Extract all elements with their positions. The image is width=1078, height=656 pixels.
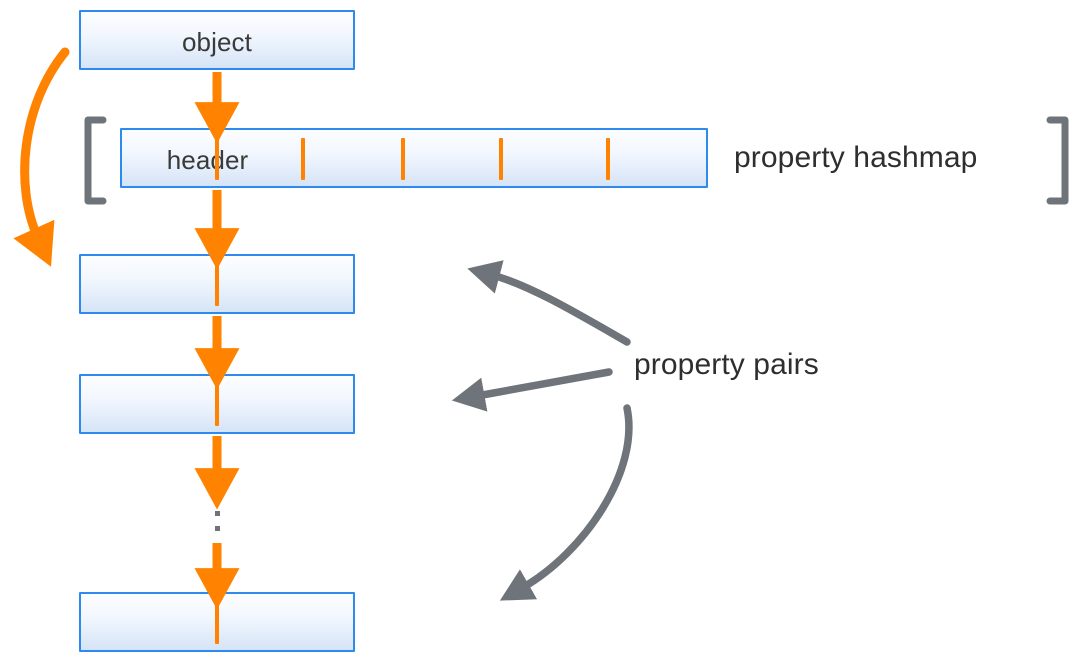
hashmap-bracket-left-icon (84, 116, 107, 205)
pair-box-1-divider (215, 264, 219, 306)
object-box[interactable] (79, 10, 355, 70)
ellipsis-dot-2 (215, 511, 220, 516)
property-pairs-label: property pairs (634, 348, 819, 381)
header-box-divider (215, 138, 219, 180)
hashmap-slot-tick-4 (606, 138, 610, 180)
ellipsis-dot-3 (215, 526, 220, 531)
property-pairs-arrow-1 (467, 260, 631, 346)
header-box-label: header (166, 145, 249, 175)
property-pairs-arrow-2 (451, 368, 613, 412)
hashmap-slot-tick-1 (301, 138, 305, 180)
object-box-label: object (182, 27, 252, 57)
property-hashmap-label: property hashmap (734, 141, 978, 174)
pair-box-2-divider (215, 384, 219, 426)
hashmap-bracket-right-icon (1046, 116, 1069, 205)
hashmap-slot-tick-3 (499, 138, 503, 180)
property-pairs-arrow-3 (499, 404, 633, 601)
hashmap-slot-tick-2 (401, 138, 405, 180)
ellipsis-dot-1 (215, 496, 220, 501)
pair-box-3-divider (215, 602, 219, 644)
object-to-pairs-curved-arrow (13, 47, 70, 267)
